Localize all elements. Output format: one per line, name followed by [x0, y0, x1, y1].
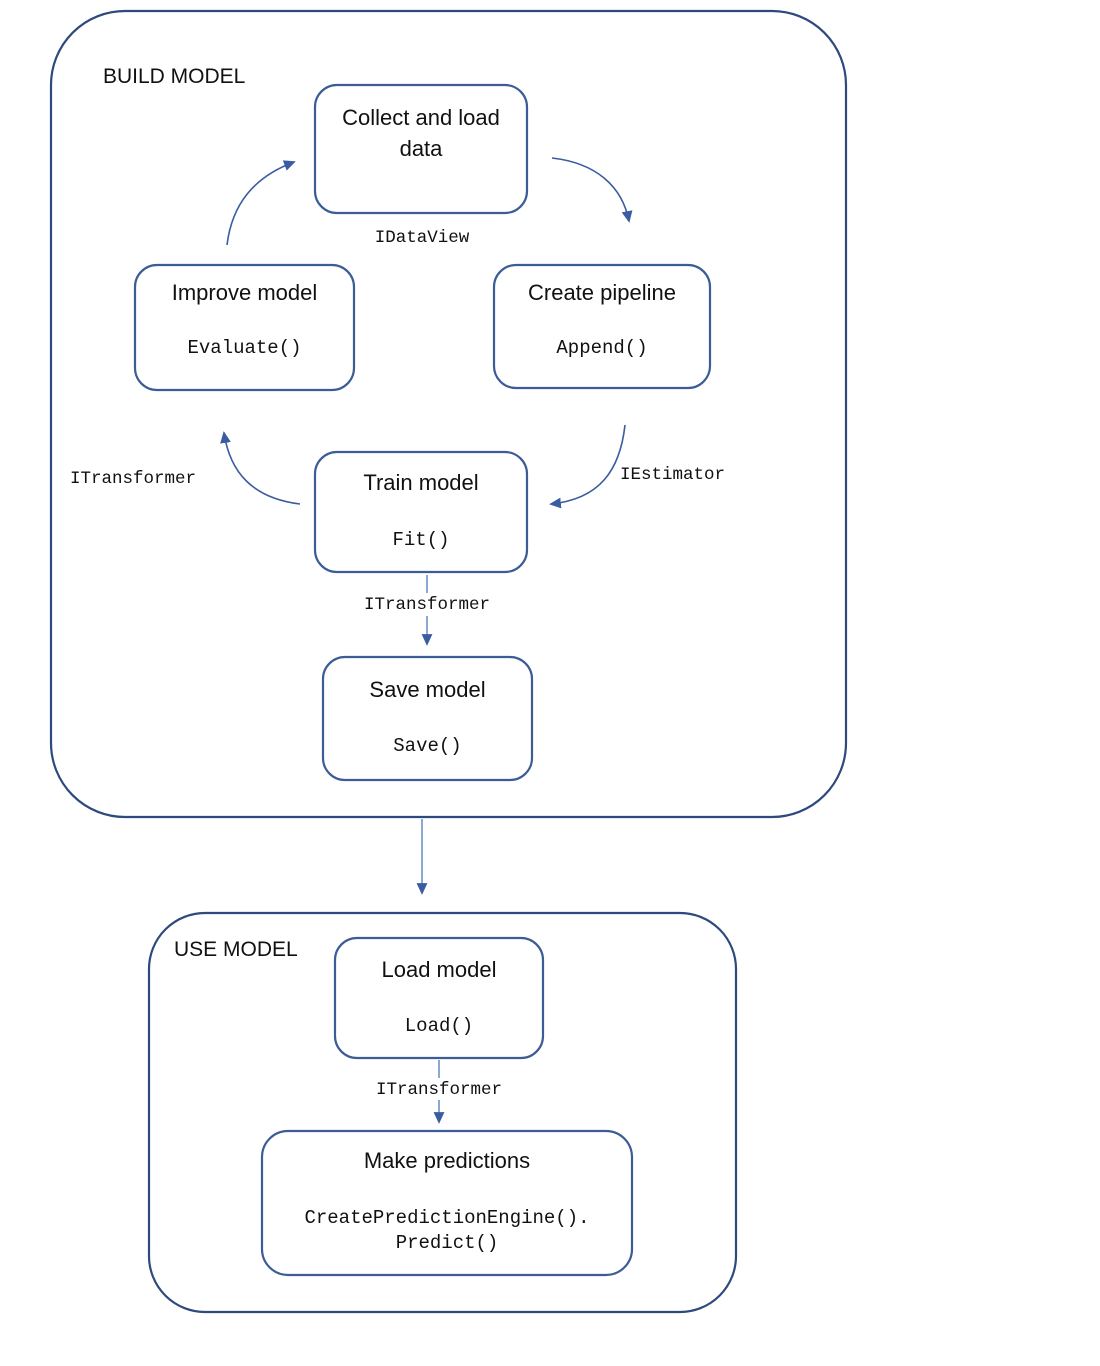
- node-box-load-model[interactable]: [333, 936, 545, 1060]
- node-label-train-model-title: Train model: [363, 470, 479, 495]
- edge-label-iestimator: IEstimator: [620, 465, 726, 485]
- node-box-make-predictions[interactable]: [260, 1129, 634, 1277]
- node-label-collect-load-data-line1: Collect and load: [342, 105, 500, 130]
- edge-label-itransformer-predict: ITransformer: [375, 1080, 503, 1100]
- node-box-train-model[interactable]: [313, 450, 529, 574]
- node-label-save-model-api: Save(): [393, 735, 462, 757]
- group-title-build-model: BUILD MODEL: [103, 65, 246, 88]
- node-label-make-predictions-api-line1: CreatePredictionEngine().: [304, 1207, 590, 1229]
- node-label-load-model-api: Load(): [404, 1015, 474, 1037]
- node-label-improve-model-title: Improve model: [171, 280, 318, 305]
- node-label-save-model-title: Save model: [369, 677, 486, 702]
- node-label-create-pipeline-api: Append(): [556, 337, 648, 359]
- edge-label-itransformer-save: ITransformer: [363, 595, 491, 615]
- edge-label-itransformer-improve: ITransformer: [70, 469, 197, 489]
- node-box-save-model[interactable]: [321, 655, 534, 782]
- group-frame-build-model: [49, 9, 848, 819]
- edge-label-idataview: IDataView: [374, 228, 470, 248]
- node-box-create-pipeline[interactable]: [492, 263, 712, 390]
- edge-pipeline-to-train: [549, 424, 626, 509]
- node-label-make-predictions-title: Make predictions: [363, 1148, 531, 1173]
- node-label-make-predictions-api-line2: Predict(): [395, 1232, 499, 1254]
- node-label-load-model-title: Load model: [381, 957, 497, 982]
- node-box-collect-load-data[interactable]: [313, 83, 529, 215]
- edge-improve-to-collect: [226, 160, 296, 246]
- node-label-create-pipeline-title: Create pipeline: [528, 280, 676, 305]
- node-label-train-model-api: Fit(): [392, 529, 450, 551]
- node-label-improve-model-api: Evaluate(): [187, 337, 302, 359]
- node-label-collect-load-data-line2: data: [399, 136, 443, 161]
- group-frame-use-model: [147, 911, 738, 1314]
- group-title-use-model: USE MODEL: [174, 938, 298, 961]
- edge-train-to-improve: [220, 431, 301, 505]
- edge-collect-to-pipeline: [551, 157, 633, 223]
- node-box-improve-model[interactable]: [133, 263, 356, 392]
